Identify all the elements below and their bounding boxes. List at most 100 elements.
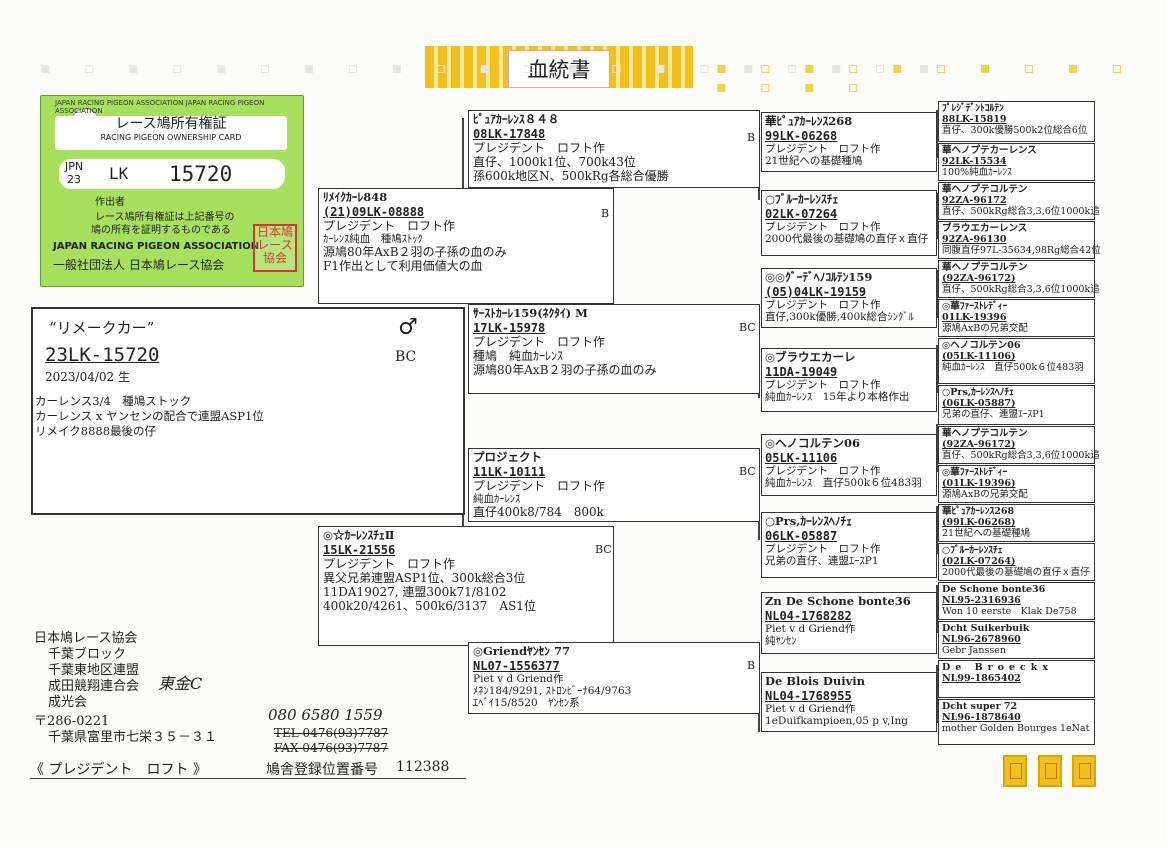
gen2-ring: 17LK-15978 [473,320,546,335]
gen3-line: プレジデント ロフト作 [765,298,881,311]
breeder-line-2: 千葉ブロック [48,647,127,662]
card-id-prefix: JPN [65,160,84,173]
gen3-line: 純血ｶｰﾚﾝｽ 直仔500k６位483羽 [765,477,922,490]
subject-box: “リメークカー” ♂ 23LK-15720 BC 2023/04/02 生 カー… [31,307,465,515]
gen4-box-1: ﾌﾟﾚｼﾞﾃﾞﾝﾄｺﾙﾃﾝ 88LK-15819 直仔、300k優勝500k2位… [938,101,1095,142]
gen4-name: 華ヘノプテコルテン [942,428,1028,439]
card-note-2: 鳩の所有を証明するものである [91,225,231,236]
gen2-line: 源鳩80年AxB２羽の子孫の血のみ [473,363,657,378]
gen4-line: 21世紀への基礎種鳩 [942,528,1031,540]
connector-g3-4 [936,345,938,393]
registration-number: 112388 [396,759,450,775]
gen3-line: プレジデント ロフト作 [765,378,881,391]
sire-line-3: 源鳩80年AxB２羽の子孫の血のみ [323,245,507,260]
gen2-line: ｴﾍﾞｲ15/8520 ﾔﾝｾﾝ系 [473,697,580,710]
gen4-box-12: ○ﾌﾞﾙｰｶｰﾚﾝｽﾁｪ (02LK-07264) 2000代最後の基礎鳩の直仔… [938,543,1095,581]
subject-color: BC [395,349,417,365]
gen2-line: ﾒﾈﾝ184/9291, ｽﾄﾛﾝﾋﾞｰﾅ64/9763 [473,685,632,698]
gen3-box-7: Zn De Schone bonte36 NL04-1768282 Piet v… [761,592,937,654]
gen2-name: ◎Griendﾔﾝｾﾝ 77 [473,644,571,658]
gen2-line: Piet v d Griend作 [473,672,564,685]
gen3-line: 1eDuifkampioen,05 p v,Ing [765,715,909,728]
gen3-box-6: ○Prs,ｶｰﾚﾝｽﾍﾉﾁｪ 06LK-05887 プレジデント ロフト作 兄弟… [761,512,937,578]
gen3-box-8: De Blois Duivin NL04-1768955 Piet v d Gr… [761,672,937,732]
gen2-color: BC [739,321,756,334]
gen4-box-6: ◎華ﾌｧｰｽﾄﾚﾃﾞｨｰ 01LK-19396 源鳩AxBの兄弟交配 [938,299,1095,337]
gen3-ring: 99LK-06268 [765,128,838,143]
gen3-line: プレジデント ロフト作 [765,142,881,155]
gen4-name: ◎ヘノコルテン06 [942,340,1021,351]
gen4-ring: (02LK-07264) [942,556,1016,568]
gen4-line: 兄弟の直仔、連盟ｴｰｽP1 [942,409,1045,421]
gen4-box-5: 華ヘノプテコルテン (92ZA-96172) 直仔、500kRg総合3,3,6位… [938,260,1100,298]
gen4-ring: (01LK-19396) [942,478,1016,490]
gen4-ring: 92ZA-96172 [942,195,1007,207]
card-assoc-jp: 一般社団法人 日本鳩レース協会 [53,258,225,272]
gen2-line: 直仔400k8/784 800k [473,505,604,520]
gen4-ring: NL96-1878640 [942,712,1021,724]
sire-line-4: F1作出として利用価値大の血 [323,259,483,274]
breeder-phone-hand: 080 6580 1559 [268,706,383,724]
gen3-line: プレジデント ロフト作 [765,464,881,477]
gen2-line: 種鳩 純血ｶｰﾚﾝｽ [473,348,564,363]
gen4-box-11: 華ﾋﾟｭｱｶｰﾚﾝｽ268 (99LK-06268) 21世紀への基礎種鳩 [938,504,1095,542]
gen3-box-4: ◎ブラウエカーレ 11DA-19049 プレジデント ロフト作 純血ｶｰﾚﾝｽ … [761,348,937,412]
dam-box: ◎☆ｶｰﾚﾝｽﾁｪⅡ 15LK-21556 プレジデント ロフト作 異父兄弟連盟… [318,526,614,646]
decorative-pattern-left: ▪ ▫ ▪ ▫ ▪ ▫ ▪ ▫ ▪ ▫ ▪ ▫ ▪ ▫ ▪ ▫ ▪ ▫ ▪ ▫ … [40,58,944,77]
gen4-ring: NL99-1865402 [942,673,1021,685]
gen4-name: 華ヘノプテコルテン [942,262,1028,273]
gen3-line: Piet v d Griend作 [765,702,856,715]
card-id-year: 23 [67,173,81,186]
gen4-box-16: Dcht super 72 NL96-1878640 mother Golden… [938,699,1095,745]
gen4-ring: (92ZA-96172) [942,439,1016,451]
dam-line-4: 400k20/4261、500k6/3137 AS1位 [323,599,536,614]
connector-dam [462,456,464,576]
gen3-name: ○ﾌﾞﾙｰｶｰﾚﾝｽﾁｪ [765,192,839,206]
connector-g3-8 [936,665,938,723]
card-seal: 日本鳩レース協会 [253,224,297,272]
gen4-box-7: ◎ヘノコルテン06 (05LK-11106) 純血ｶｰﾚﾝｽ 直仔500k６位4… [938,338,1095,384]
connector-g3-3 [936,270,938,318]
corner-stamp-1 [1003,755,1027,787]
gen4-name: ◎華ﾌｧｰｽﾄﾚﾃﾞｨｰ [942,301,1008,312]
gen4-line: 同腹直仔97L-35634,98Rg総合42位 [942,245,1101,257]
gen3-line: 兄弟の直仔、連盟ｴｰｽP1 [765,555,879,568]
gen4-line: 直仔、500kRg総合3,3,6位1000k追 [942,206,1100,218]
gen2-name: プロジェクト [473,450,542,464]
gen2-color: B [747,131,756,144]
gen3-box-1: 華ﾋﾟｭｱｶｰﾚﾝｽ268 99LK-06268 プレジデント ロフト作 21世… [761,112,937,172]
gen4-ring: 88LK-15819 [942,114,1007,126]
gen4-name: ◎華ﾌｧｰｽﾄﾚﾃﾞｨｰ [942,467,1008,478]
gen3-name: De Blois Duivin [765,674,866,688]
gen4-ring: NL95-2316936 [942,595,1021,607]
gen3-line: Piet v d Griend作 [765,622,856,635]
dam-line-1: プレジデント ロフト作 [323,556,456,571]
gen2-ring: 08LK-17848 [473,126,546,141]
gen4-line: mother Golden Bourges 1eNat [942,723,1090,735]
gen4-name: ○Prs,ｶｰﾚﾝｽﾍﾉﾁｪ [942,387,1014,398]
gen4-name: De Schone bonte36 [942,584,1046,595]
dam-line-3: 11DA19027, 連盟300k71/8102 [323,585,507,600]
gen4-line: 100%純血ｶｰﾚﾝｽ [942,167,1012,179]
sire-name: ﾘﾒｲｸｶｰﾚ848 [323,190,388,204]
sire-box: ﾘﾒｲｸｶｰﾚ848 (21)09LK-08888 プレジデント ロフト作 ｶｰ… [318,188,614,304]
card-assoc-en: JAPAN RACING PIGEON ASSOCIATION [53,241,260,252]
footer-rule [30,778,466,779]
subject-sex: ♂ [398,315,418,340]
gen3-line: 純ﾔﾝｾﾝ [765,635,797,648]
gen4-line: 直仔、300k優勝500k2位総合6位 [942,125,1088,137]
gen4-ring: 92ZA-96130 [942,234,1007,246]
gen4-box-8: ○Prs,ｶｰﾚﾝｽﾍﾉﾁｪ (06LK-05887) 兄弟の直仔、連盟ｴｰｽP… [938,385,1095,425]
gen4-box-10: ◎華ﾌｧｰｽﾄﾚﾃﾞｨｰ (01LK-19396) 源鳩AxBの兄弟交配 [938,465,1095,503]
decorative-pattern: ▪ ▫ ▪ ▫ ▪ ▫ ▪ ▫ ▪ ▫ ▪ ▫ ▪ ▫ [716,58,1137,96]
connector-g3-1 [936,110,938,158]
gen3-ring: 11DA-19049 [765,364,838,379]
breeder-line-1: 日本鳩レース協会 [34,631,138,646]
gen2-line: プレジデント ロフト作 [473,334,606,349]
gen4-box-9: 華ヘノプテコルテン (92ZA-96172) 直仔、500kRg総合3,3,6位… [938,426,1100,464]
registration-label: 鳩舎登録位置番号 [266,762,378,778]
gen3-name: ◎ヘノコルテン06 [765,436,861,450]
card-top-text: JAPAN RACING PIGEON ASSOCIATION JAPAN RA… [55,99,265,115]
gen3-line: プレジデント ロフト作 [765,220,881,233]
gen4-ring: NL96-2678960 [942,634,1021,646]
